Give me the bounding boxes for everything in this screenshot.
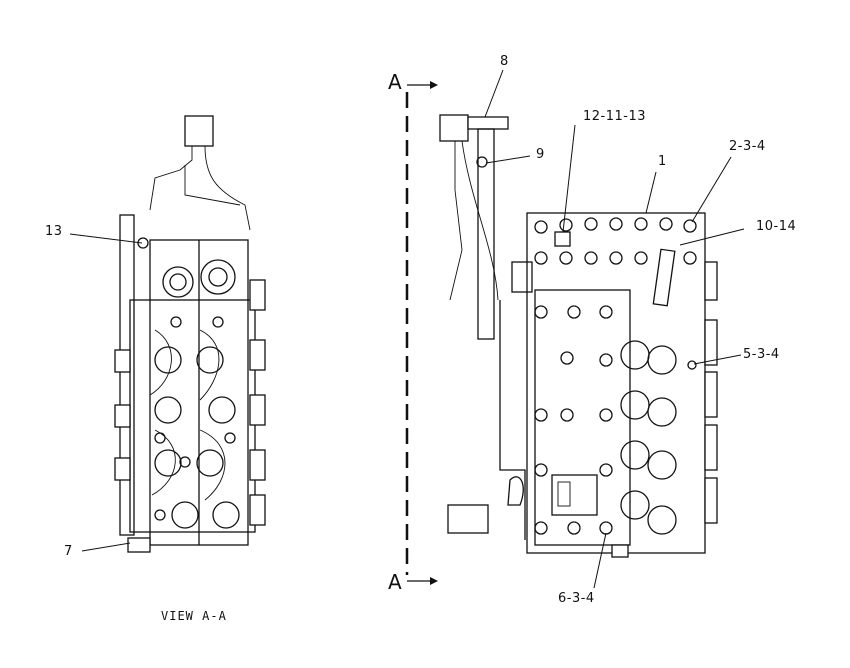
right-tube-fitting — [652, 248, 676, 307]
right-harness-wire-b — [461, 140, 499, 301]
left-harness-wire-a — [149, 146, 193, 211]
callout-6-3-4: 6-3-4 — [558, 591, 595, 606]
right-plate-bolts — [534, 305, 613, 535]
left-top-port-1 — [162, 266, 194, 298]
left-body-plate — [129, 299, 256, 533]
right-boss-1 — [704, 261, 718, 301]
callout-1: 1 — [658, 154, 667, 169]
right-item534-point — [687, 360, 697, 370]
leader-5-3-4 — [693, 354, 742, 365]
right-side-profile — [499, 300, 526, 540]
callout-13: 13 — [45, 224, 63, 239]
left-top-port-2-inner — [208, 267, 228, 287]
right-body-ear — [511, 261, 533, 293]
left-harness-wire-c — [184, 165, 241, 206]
left-solenoid-2b — [208, 396, 236, 424]
left-boss-2 — [114, 404, 131, 428]
left-channel-3 — [151, 429, 176, 496]
left-solenoid-2a — [154, 396, 182, 424]
section-letter-top: A — [388, 70, 402, 94]
left-solenoid-3a — [154, 449, 182, 477]
left-boss-3 — [114, 457, 131, 481]
left-solenoid-4a — [171, 501, 199, 529]
right-bottom-foot — [611, 544, 629, 558]
callout-12-11-13: 12-11-13 — [583, 109, 647, 124]
section-letter-bottom: A — [388, 570, 402, 594]
right-plate-connector — [551, 474, 598, 516]
leader-1 — [645, 171, 657, 214]
left-bottom-foot — [127, 537, 151, 553]
left-solenoid-1a — [154, 346, 182, 374]
callout-8: 8 — [500, 54, 509, 69]
leader-7 — [81, 542, 131, 552]
left-channel-2 — [199, 329, 220, 401]
right-item9-point — [476, 156, 488, 168]
right-item12-part — [554, 231, 571, 247]
left-bolt-4 — [224, 432, 236, 444]
right-bracket-arm — [477, 128, 495, 340]
left-boss-r4 — [249, 449, 266, 481]
right-boss-2 — [704, 319, 718, 366]
left-bolt-2 — [212, 316, 224, 328]
right-connector — [439, 114, 469, 142]
leader-9 — [485, 155, 531, 164]
right-boss-5 — [704, 477, 718, 524]
left-boss-r5 — [249, 494, 266, 526]
left-view-valve-body — [114, 115, 266, 553]
leader-8 — [484, 69, 504, 118]
callout-2-3-4: 2-3-4 — [729, 139, 766, 154]
section-arrow-top-head — [430, 81, 438, 89]
right-bottom-tab — [507, 476, 524, 506]
left-boss-r1 — [249, 279, 266, 311]
left-solenoid-4b — [212, 501, 240, 529]
left-harness-wire-b — [204, 145, 251, 231]
leader-lines — [69, 69, 745, 589]
left-side-plate — [119, 214, 135, 536]
section-line-a-a — [405, 81, 438, 585]
view-caption: VIEW A-A — [161, 609, 227, 623]
right-boss-3 — [704, 371, 718, 418]
left-boss-r2 — [249, 339, 266, 371]
right-boss-4 — [704, 424, 718, 471]
left-solenoid-1b — [196, 346, 224, 374]
callout-9: 9 — [536, 147, 545, 162]
left-solenoid-3b — [196, 449, 224, 477]
left-bolt-3 — [154, 432, 166, 444]
left-top-port-1-inner — [169, 273, 187, 291]
left-bolt-5 — [179, 456, 191, 468]
left-bolt-6 — [154, 509, 166, 521]
left-channel-4 — [199, 429, 226, 501]
leader-10-14 — [679, 228, 745, 246]
leader-2-3-4 — [691, 156, 732, 223]
left-top-port-2 — [200, 259, 236, 295]
section-arrow-bottom-head — [430, 577, 438, 585]
right-harness-wire-a — [449, 141, 463, 301]
right-bracket-top — [467, 116, 509, 130]
leader-13 — [69, 233, 143, 244]
right-solenoids — [620, 340, 677, 535]
right-plate-connector-pins — [557, 481, 571, 507]
left-bolt-1 — [170, 316, 182, 328]
leader-6-3-4 — [593, 532, 607, 589]
callout-7: 7 — [64, 544, 73, 559]
callout-5-3-4: 5-3-4 — [743, 347, 780, 362]
right-bottom-block — [447, 504, 489, 534]
leader-12-11-13 — [562, 124, 576, 233]
left-connector — [184, 115, 214, 147]
left-channel-1 — [149, 329, 172, 396]
right-view-valve-body — [439, 114, 718, 558]
callout-10-14: 10-14 — [756, 219, 797, 234]
left-boss-r3 — [249, 394, 266, 426]
left-boss-1 — [114, 349, 131, 373]
